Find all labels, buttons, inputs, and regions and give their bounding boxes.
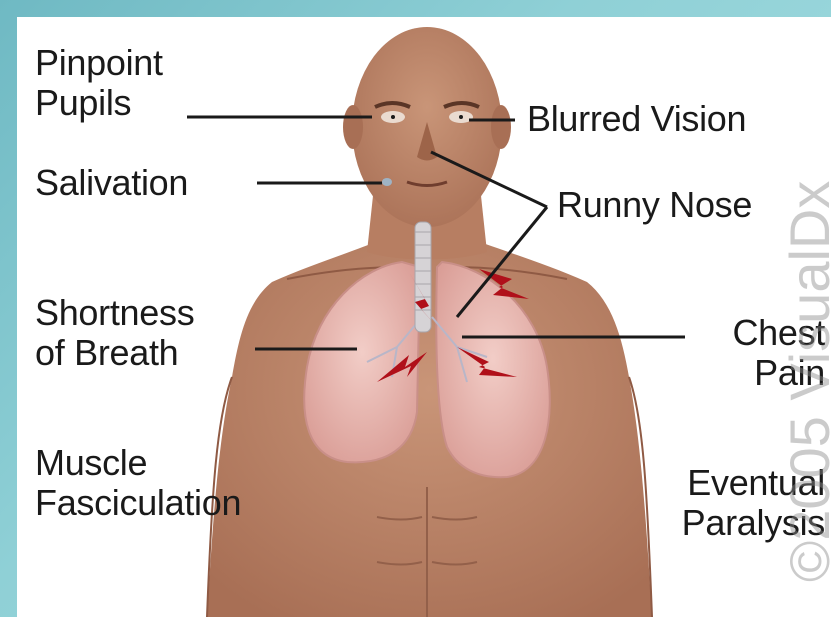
label-blurred-vision: Blurred Vision <box>527 99 746 139</box>
label-runny-nose: Runny Nose <box>557 185 752 225</box>
label-salivation: Salivation <box>35 163 188 203</box>
label-muscle-fasciculation: Muscle Fasciculation <box>35 443 241 523</box>
trachea <box>415 222 431 332</box>
copyright-watermark: ©2005 VisualDx <box>777 181 831 582</box>
label-shortness-of-breath: Shortness of Breath <box>35 293 194 373</box>
label-pinpoint-pupils: Pinpoint Pupils <box>35 43 163 123</box>
diagram-panel: Pinpoint Pupils Salivation Blurred Visio… <box>17 17 831 617</box>
